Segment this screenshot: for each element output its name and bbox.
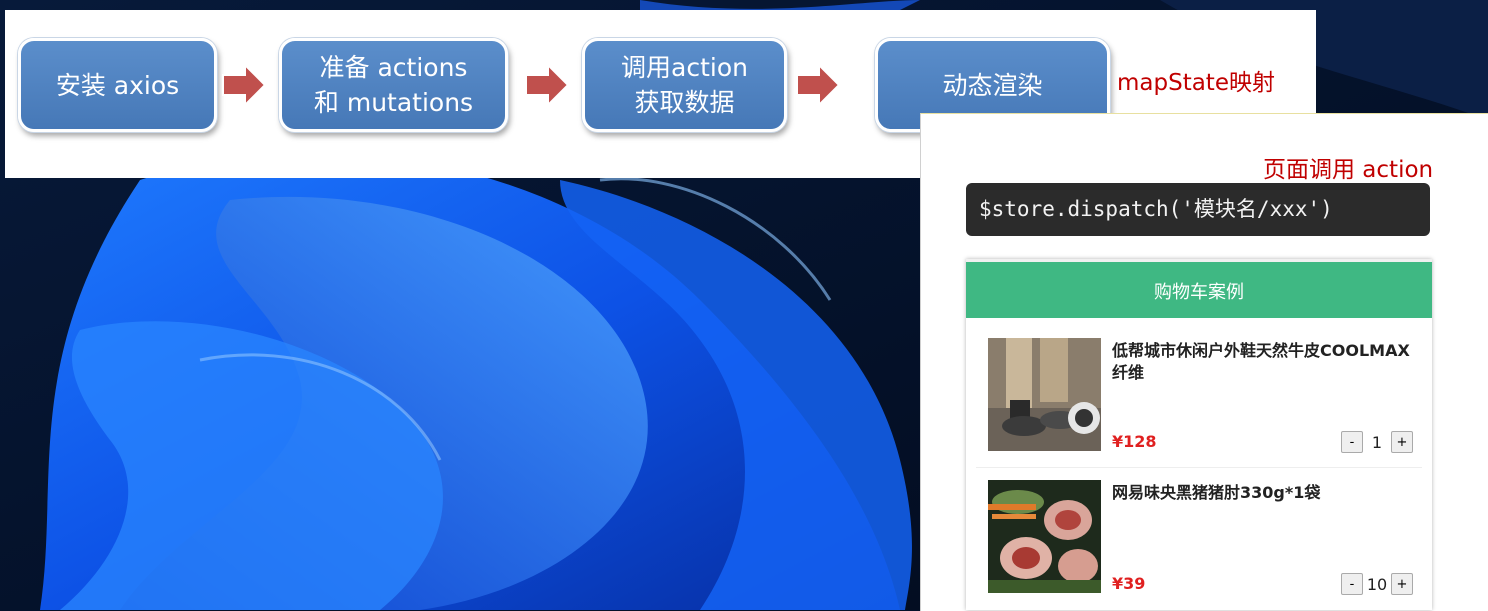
flow-panel: 安装 axios 准备 actions 和 mutations 调用action… <box>5 10 1316 178</box>
cart-item: 网易味央黑猪猪肘330g*1袋 ¥39 - 10 + <box>966 480 1432 610</box>
product-price: ¥128 <box>1112 432 1157 451</box>
quantity-stepper: - 1 + <box>1341 431 1413 453</box>
flow-step-label: 获取数据 <box>634 88 735 117</box>
flow-step-label: 准备 actions <box>319 53 468 82</box>
annotation-page-action: 页面调用 action <box>1263 157 1434 183</box>
quantity-stepper: - 10 + <box>1341 573 1413 595</box>
increment-button[interactable]: + <box>1391 573 1413 595</box>
product-image-pork <box>988 480 1101 593</box>
shopping-cart-demo: 购物车案例 低帮城市休闲户外鞋天然牛皮COOLMAX纤维 ¥128 - 1 + <box>966 259 1432 610</box>
decrement-button[interactable]: - <box>1341 431 1363 453</box>
flow-step-prepare-actions: 准备 actions 和 mutations <box>279 38 508 132</box>
decrement-button[interactable]: - <box>1341 573 1363 595</box>
flow-step-call-action: 调用action 获取数据 <box>582 38 787 132</box>
arrow-right-icon <box>222 63 267 107</box>
flow-step-label: 调用action <box>621 53 748 82</box>
flow-step-label: 和 mutations <box>313 88 474 117</box>
quantity-value: 10 <box>1366 574 1388 594</box>
product-title: 低帮城市休闲户外鞋天然牛皮COOLMAX纤维 <box>1112 341 1410 382</box>
annotation-mapstate: mapState映射 <box>1117 70 1275 96</box>
item-divider <box>976 467 1422 468</box>
flow-step-install-axios: 安装 axios <box>18 38 217 132</box>
flow-step-label: 安装 axios <box>55 70 180 100</box>
product-title: 网易味央黑猪猪肘330g*1袋 <box>1112 483 1321 502</box>
code-snippet-dispatch: $store.dispatch('模块名/xxx') <box>966 183 1430 236</box>
quantity-value: 1 <box>1371 432 1383 452</box>
increment-button[interactable]: + <box>1391 431 1413 453</box>
arrow-right-icon <box>525 63 570 107</box>
arrow-right-icon <box>796 63 841 107</box>
product-price: ¥39 <box>1112 574 1146 593</box>
cart-header: 购物车案例 <box>966 259 1432 318</box>
cart-item: 低帮城市休闲户外鞋天然牛皮COOLMAX纤维 ¥128 - 1 + <box>966 338 1432 478</box>
flow-step-label: 动态渲染 <box>942 70 1043 100</box>
product-image-shoes <box>988 338 1101 451</box>
